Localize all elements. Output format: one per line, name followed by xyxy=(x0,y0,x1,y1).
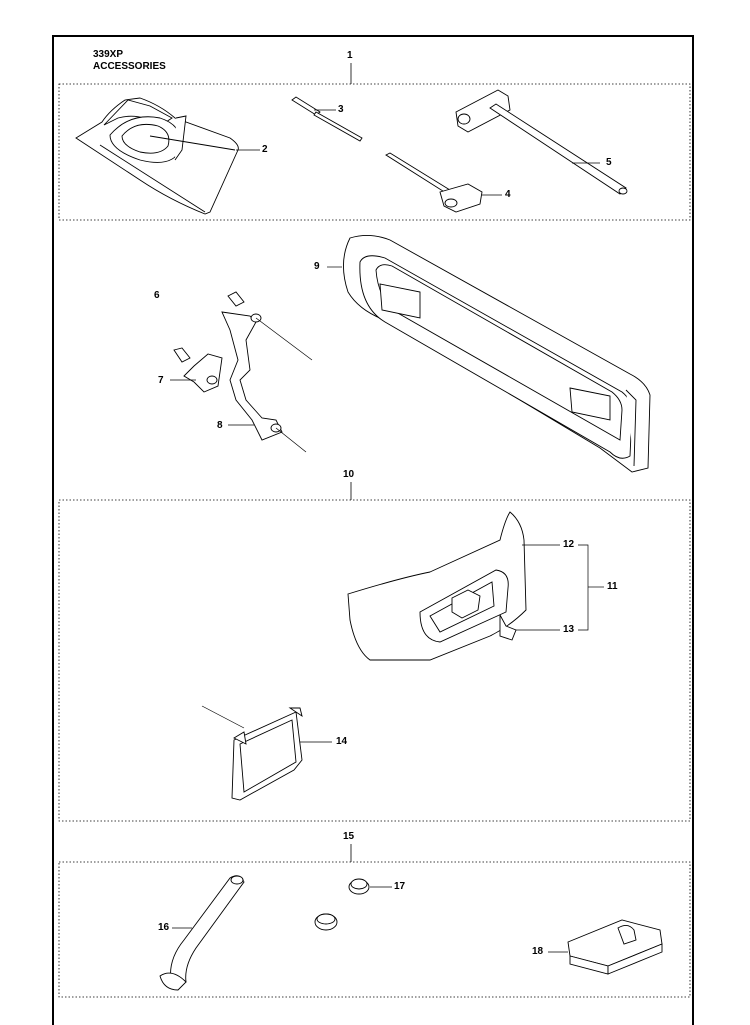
part-label-16: 16 xyxy=(158,922,170,933)
part-label-17: 17 xyxy=(394,881,406,892)
part-label-12: 12 xyxy=(563,539,575,550)
small-wrench-drawing xyxy=(385,152,483,213)
tool-pouch-drawing xyxy=(75,97,239,215)
small-cover-drawing xyxy=(231,707,303,801)
drawing-frame xyxy=(52,35,694,1025)
part-label-5: 5 xyxy=(606,157,612,168)
group-label-15: 15 xyxy=(343,831,355,842)
part-label-7: 7 xyxy=(158,375,164,386)
block-drawing xyxy=(567,919,663,975)
part-label-18: 18 xyxy=(532,946,544,957)
part-label-13: 13 xyxy=(563,624,575,635)
section-name: ACCESSORIES xyxy=(93,61,166,72)
part-label-2: 2 xyxy=(262,144,268,155)
part-label-14: 14 xyxy=(336,736,348,747)
diagram-title: 339XP ACCESSORIES xyxy=(93,49,166,73)
fuel-hose-drawing xyxy=(159,875,245,991)
bar-cover-drawing xyxy=(343,235,651,473)
part-label-11: 11 xyxy=(607,581,618,592)
part-label-9: 9 xyxy=(314,261,320,272)
screwdriver-drawing xyxy=(291,96,363,142)
part-label-8: 8 xyxy=(217,420,223,431)
group-label-10: 10 xyxy=(343,469,355,480)
bracket-drawing xyxy=(173,291,283,441)
chain-guard-drawing xyxy=(347,511,527,661)
group-label-1: 1 xyxy=(347,50,353,61)
group-box-10 xyxy=(58,499,691,822)
part-label-3: 3 xyxy=(338,104,344,115)
part-label-4: 4 xyxy=(505,189,511,200)
model-name: 339XP xyxy=(93,49,124,60)
plug-drawing xyxy=(314,878,370,931)
part-label-6: 6 xyxy=(154,290,160,301)
combination-wrench-drawing xyxy=(455,89,628,195)
group-box-15 xyxy=(58,861,691,998)
group-box-1 xyxy=(58,83,691,221)
